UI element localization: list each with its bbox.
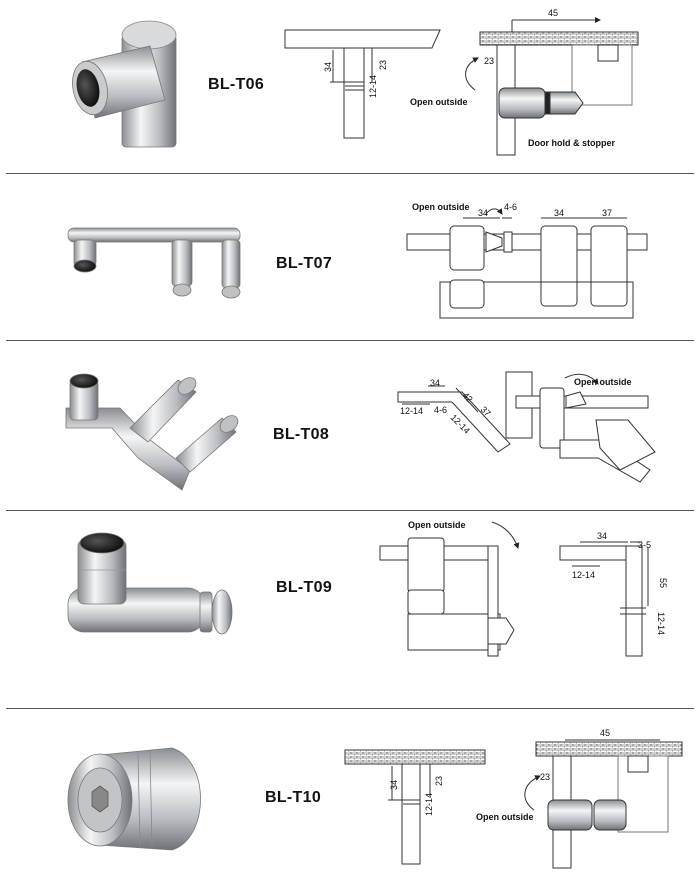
model-label-bl-t06: BL-T06 (208, 76, 265, 93)
install-diagram-bl-t10 (524, 739, 683, 869)
side-diagram-bl-t10 (344, 749, 486, 865)
dim-label: 12-14 (424, 793, 434, 816)
dim-label: 45 (600, 728, 610, 738)
dim-label: 45 (548, 8, 558, 18)
dim-label: 23 (540, 772, 550, 782)
side-diagram-bl-t08 (397, 385, 511, 453)
dim-diagram-bl-t09 (559, 541, 649, 657)
note-open-outside: Open outside (476, 812, 534, 822)
note-open-outside: Open outside (408, 520, 466, 530)
install-diagram-bl-t08 (505, 371, 656, 483)
product-photo-bl-t10 (67, 747, 201, 851)
model-label-bl-t09: BL-T09 (276, 579, 333, 596)
model-label-bl-t07: BL-T07 (276, 255, 333, 272)
side-diagram-bl-t07 (406, 208, 648, 319)
dim-label: 34 (389, 780, 399, 790)
model-label-bl-t10: BL-T10 (265, 789, 322, 806)
dim-label: 3-5 (638, 540, 651, 550)
side-diagram-bl-t09 (379, 521, 520, 657)
dim-label: 23 (434, 776, 444, 786)
section-divider (6, 340, 694, 341)
dim-label: 23 (378, 60, 388, 70)
dim-label: 23 (484, 56, 494, 66)
note-door-hold-stopper: Door hold & stopper (528, 138, 615, 148)
dim-label: 4-6 (434, 405, 447, 415)
dim-label: 12-14 (368, 75, 378, 98)
section-divider (6, 510, 694, 511)
model-label-bl-t08: BL-T08 (273, 426, 330, 443)
dim-label: 12-14 (400, 406, 423, 416)
product-photo-bl-t08 (65, 373, 239, 491)
dim-label: 34 (430, 378, 440, 388)
dim-label: 34 (597, 531, 607, 541)
note-open-outside: Open outside (412, 202, 470, 212)
product-photo-bl-t07 (67, 227, 241, 299)
side-diagram-bl-t06 (284, 29, 441, 139)
dim-label: 34 (323, 62, 333, 72)
dim-label: 55 (658, 578, 668, 588)
dim-label: 12-14 (572, 570, 595, 580)
section-divider (6, 708, 694, 709)
dim-label: 34 (554, 208, 564, 218)
dim-label: 37 (602, 208, 612, 218)
section-divider (6, 173, 694, 174)
install-diagram-bl-t06 (465, 17, 639, 156)
product-photo-bl-t06 (72, 20, 177, 148)
dim-label: 12-14 (656, 612, 666, 635)
dim-label: 4-6 (504, 202, 517, 212)
note-open-outside: Open outside (574, 377, 632, 387)
note-open-outside: Open outside (410, 97, 468, 107)
product-photo-bl-t09 (67, 532, 233, 635)
dim-label: 34 (478, 208, 488, 218)
